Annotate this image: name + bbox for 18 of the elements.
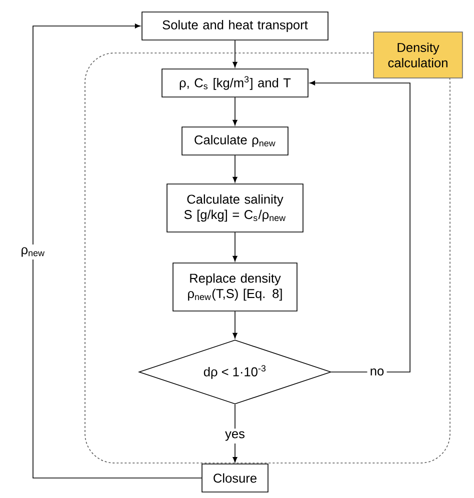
process-box: ρ, C$_{s}$ [kg/m$^{3}$] and T [162,68,308,98]
arrow [310,80,410,372]
edge-label: no [367,366,387,378]
arrow [232,311,238,338]
arrow [232,155,238,182]
edge-label: yes [222,428,248,444]
arrow [32,24,202,478]
process-box: Solute and heat transport [142,12,328,40]
arrow [232,97,238,126]
edge-label: ρ$_{new}$ [18,244,48,260]
arrow [232,40,238,68]
arrow [232,232,238,262]
process-box: Calculate salinity S [g/kg] = C$_{s}$/ρ$_{new}$ [166,184,304,232]
process-box: Closure [202,464,268,492]
heading-tag: Density calculation [373,32,463,78]
process-box: Replace density ρ$_{new}$(T,S) [Eq. 8] [172,262,298,312]
dashed-region [84,52,450,464]
process-box: Calculate ρ$_{new}$ [182,126,288,156]
